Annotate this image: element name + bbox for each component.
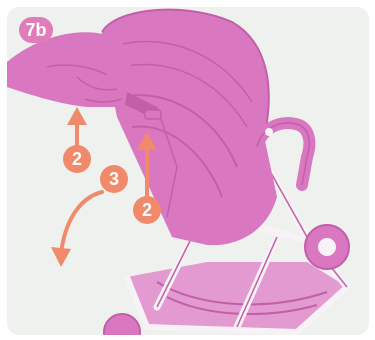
illustration-panel: 2 2 3 7b	[7, 7, 369, 335]
svg-text:2: 2	[142, 200, 152, 220]
callout-2-right: 2	[133, 196, 161, 224]
arrow-3	[51, 192, 102, 267]
hand	[7, 32, 134, 107]
svg-text:2: 2	[72, 149, 82, 169]
step-badge: 7b	[19, 17, 53, 43]
callout-3: 3	[100, 165, 128, 193]
callout-2-left: 2	[63, 145, 91, 173]
svg-text:3: 3	[109, 169, 119, 189]
stroller-illustration: 2 2 3	[7, 7, 369, 335]
